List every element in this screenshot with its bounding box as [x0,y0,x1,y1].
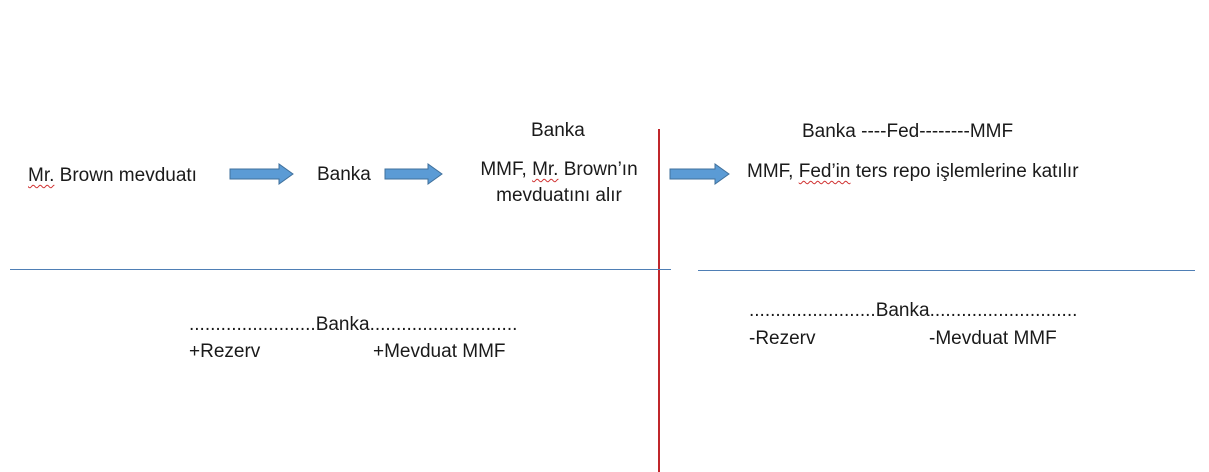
node-mr-brown-deposit: Mr. Brown mevduatı [28,164,197,187]
arrow-right-icon [384,163,443,185]
node-mmf-receives: MMF, Mr. Brown’ın mevduatını alır [462,157,656,209]
ledger-right-asset: -Rezerv [749,328,816,349]
horizontal-divider-right [698,270,1195,272]
arrow-right-icon [669,163,730,185]
node-banka-title: Banka [531,120,585,141]
ledger-right-liability: -Mevduat MMF [929,328,1057,349]
spellcheck-word: Fed’in [798,161,851,182]
ledger-left-liability: +Mevduat MMF [373,341,506,362]
node-banka: Banka [317,164,371,185]
ledger-left-asset: +Rezerv [189,341,261,362]
node-mmf-reverse-repo: MMF, Fed’in ters repo işlemlerine katılı… [747,161,1079,182]
node-mmf-line2: mevduatını alır [496,185,622,206]
node-mmf-line1: MMF, Mr. Brown’ın [480,159,638,180]
vertical-divider [658,129,660,472]
ledger-right-header: ........................Banka...........… [749,300,1078,321]
flow-title-banka-fed-mmf: Banka ----Fed--------MMF [802,121,1014,142]
spellcheck-word: Mr. [532,159,559,180]
arrow-right-icon [229,163,294,185]
spellcheck-word: Mr. [28,165,55,186]
horizontal-divider-left [10,269,671,271]
ledger-left-header: ........................Banka...........… [189,314,518,335]
node-label-rest: Brown mevduatı [54,165,197,186]
